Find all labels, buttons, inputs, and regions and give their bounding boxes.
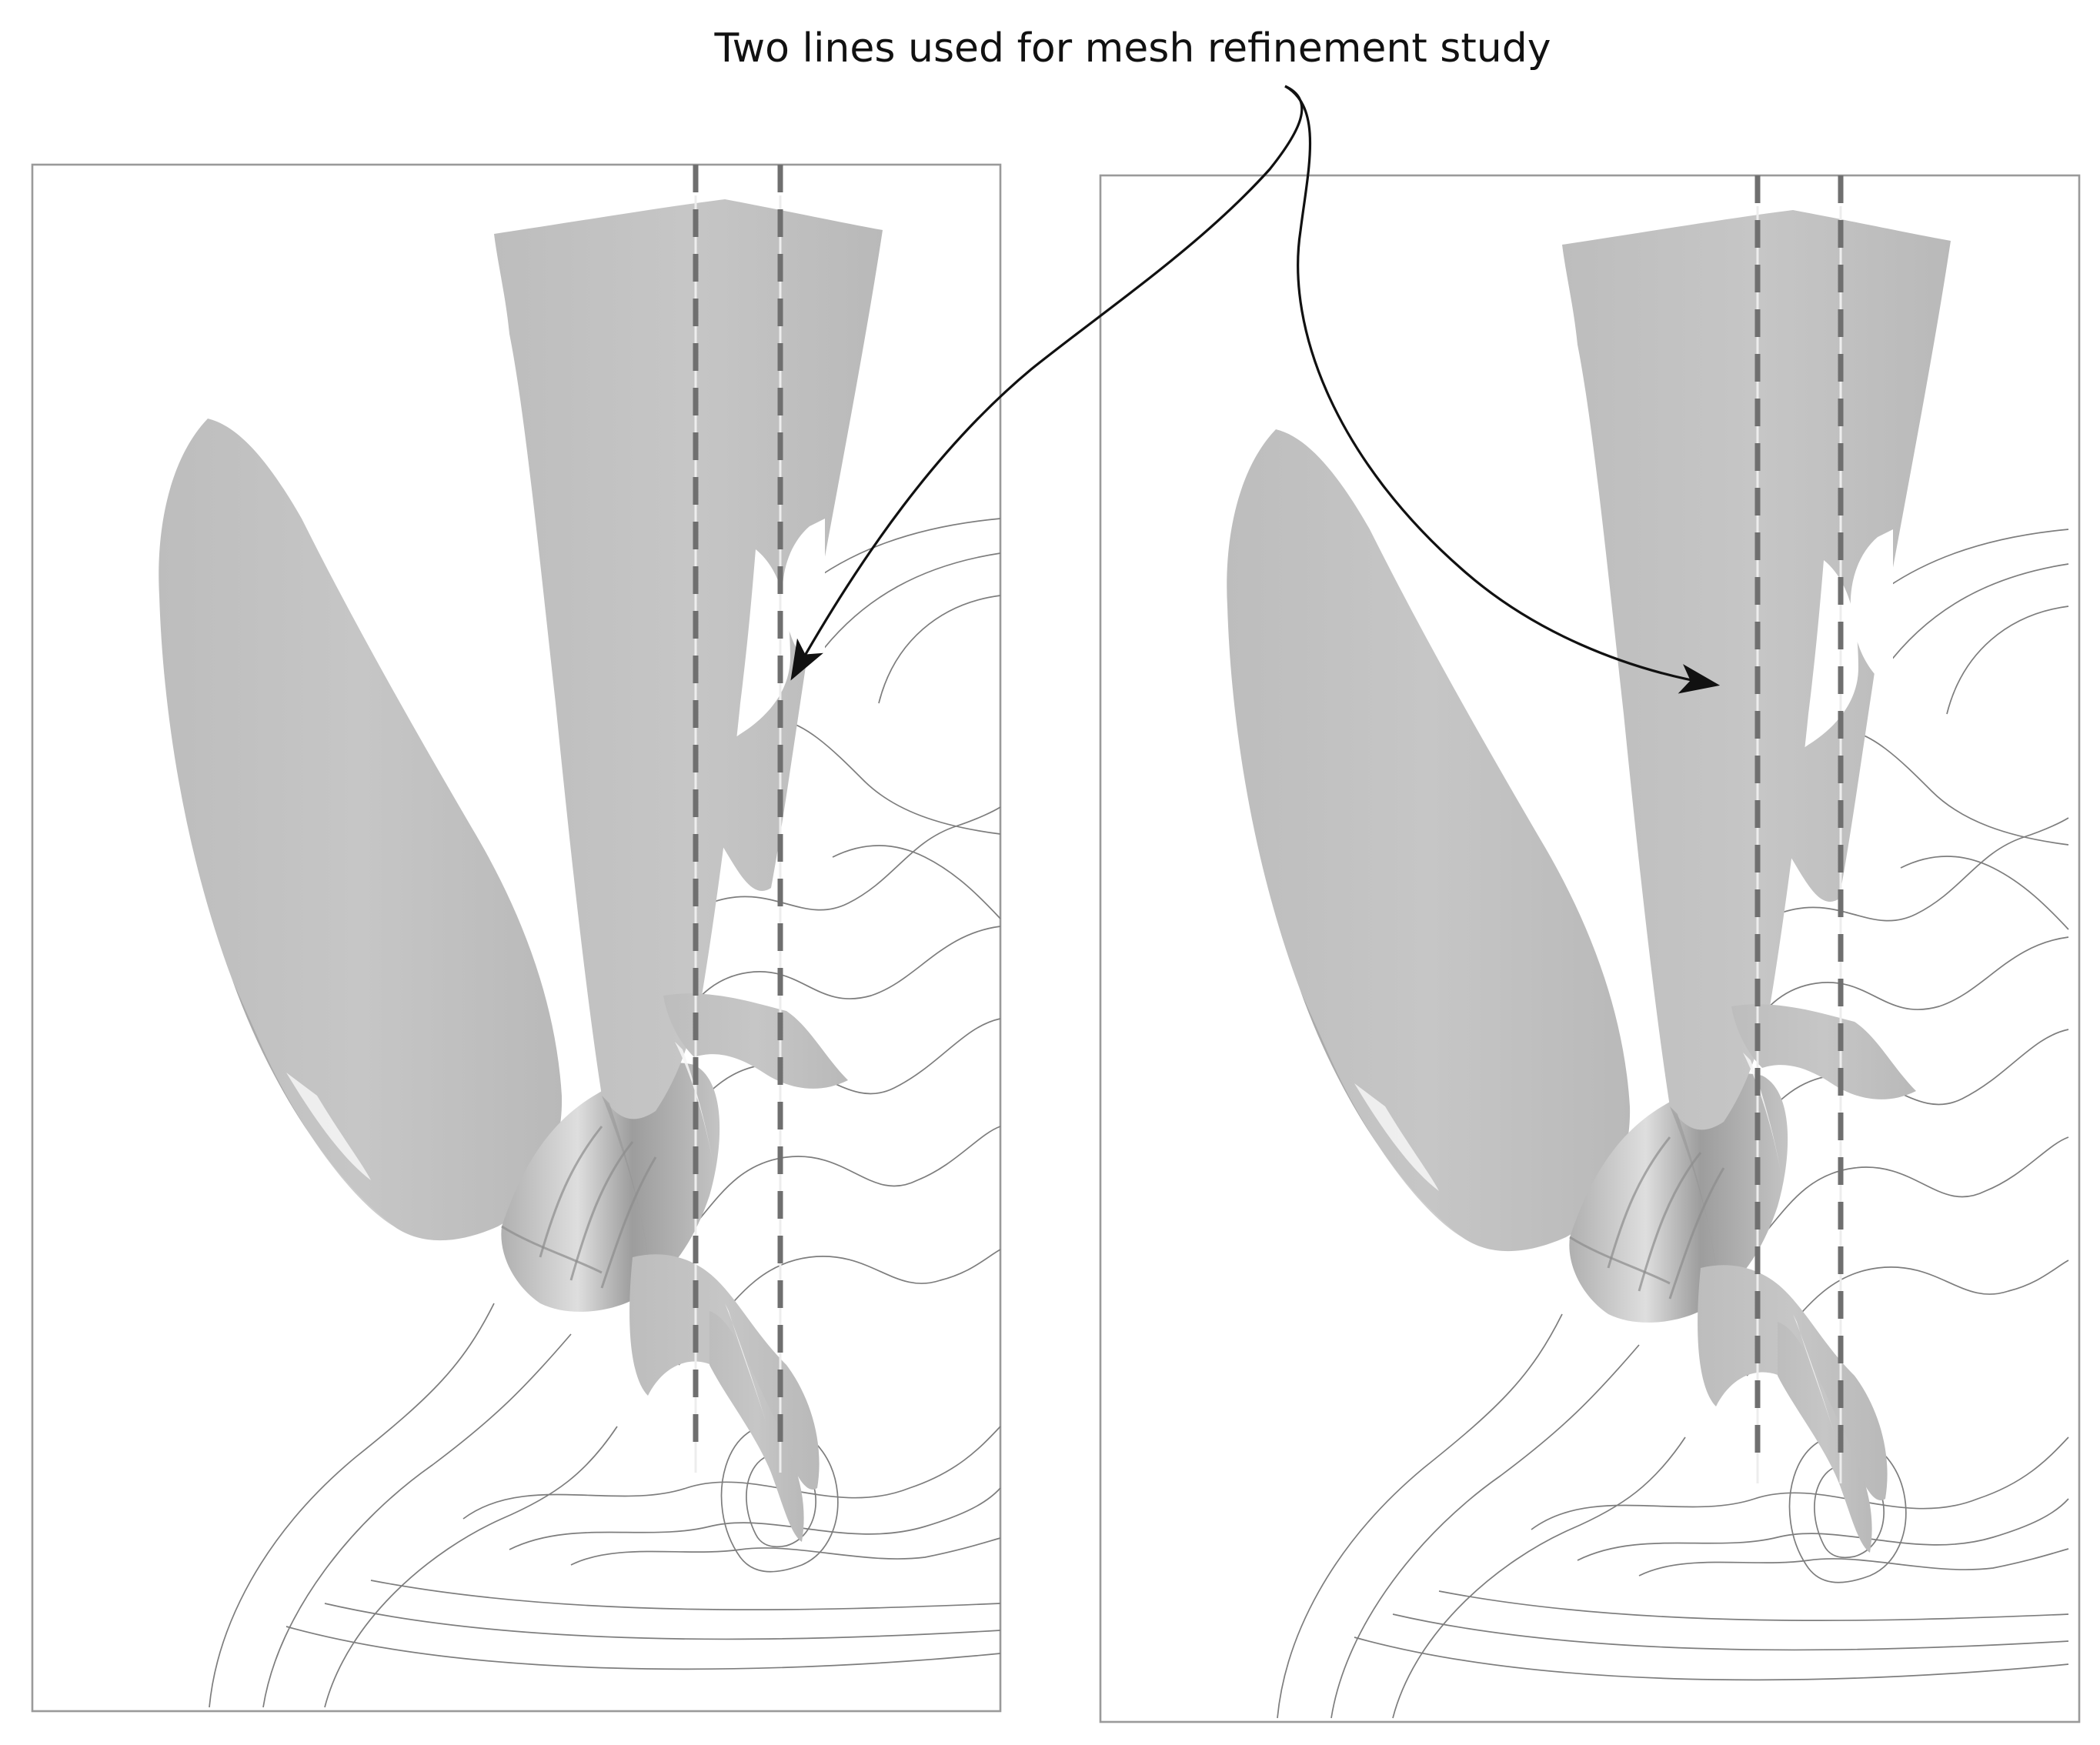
annotation-label: Two lines used for mesh refinement study [714, 25, 1551, 72]
panel-right [1099, 174, 2081, 1723]
arrow-to-right-panel [1284, 85, 1721, 694]
arrow-to-left-panel [790, 85, 1304, 681]
annotation-arrows [790, 85, 1721, 694]
panel-left [31, 163, 1002, 1713]
